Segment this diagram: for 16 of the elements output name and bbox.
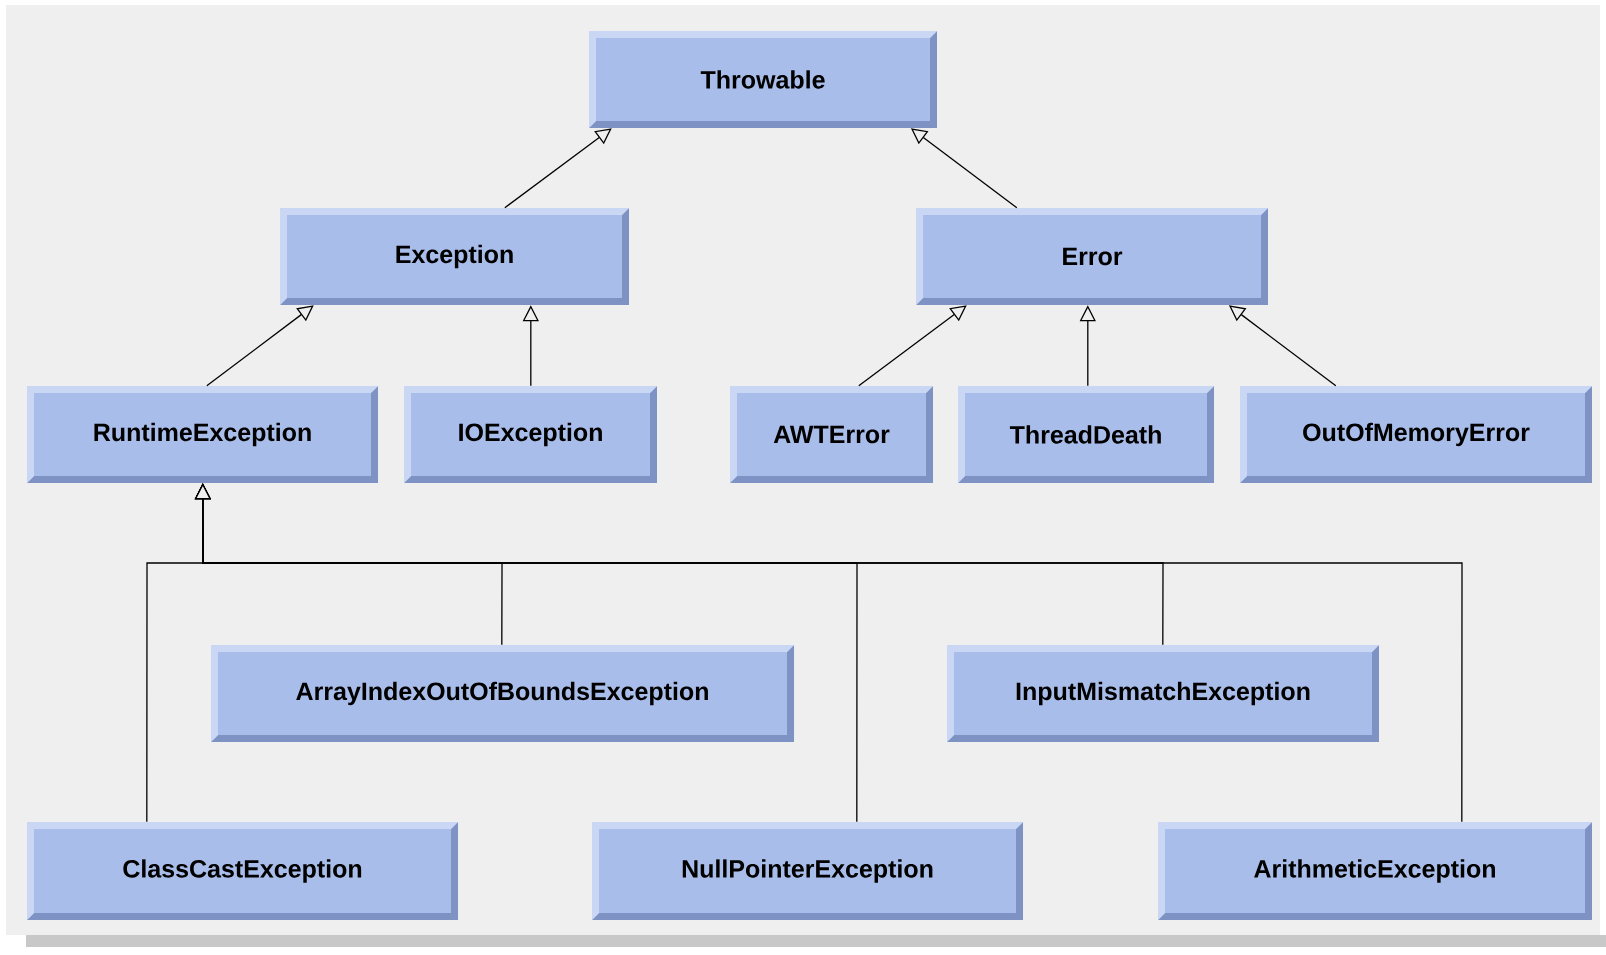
inheritance-arrow: [858, 305, 967, 387]
class-box: ClassCastException: [27, 822, 458, 920]
class-box: Exception: [280, 208, 629, 305]
class-box: NullPointerException: [592, 822, 1023, 920]
inheritance-arrow: [206, 305, 314, 387]
class-box: ArrayIndexOutOfBoundsException: [211, 645, 794, 742]
class-box: InputMismatchException: [947, 645, 1379, 742]
class-box: Throwable: [589, 31, 937, 128]
class-box: AWTError: [730, 386, 933, 483]
class-box: OutOfMemoryError: [1240, 386, 1592, 483]
class-box: ArithmeticException: [1158, 822, 1592, 920]
class-box: ThreadDeath: [958, 386, 1214, 483]
class-box: IOException: [404, 386, 657, 483]
class-box: Error: [916, 208, 1268, 305]
inheritance-arrow: [504, 128, 612, 209]
class-box: RuntimeException: [27, 386, 378, 483]
